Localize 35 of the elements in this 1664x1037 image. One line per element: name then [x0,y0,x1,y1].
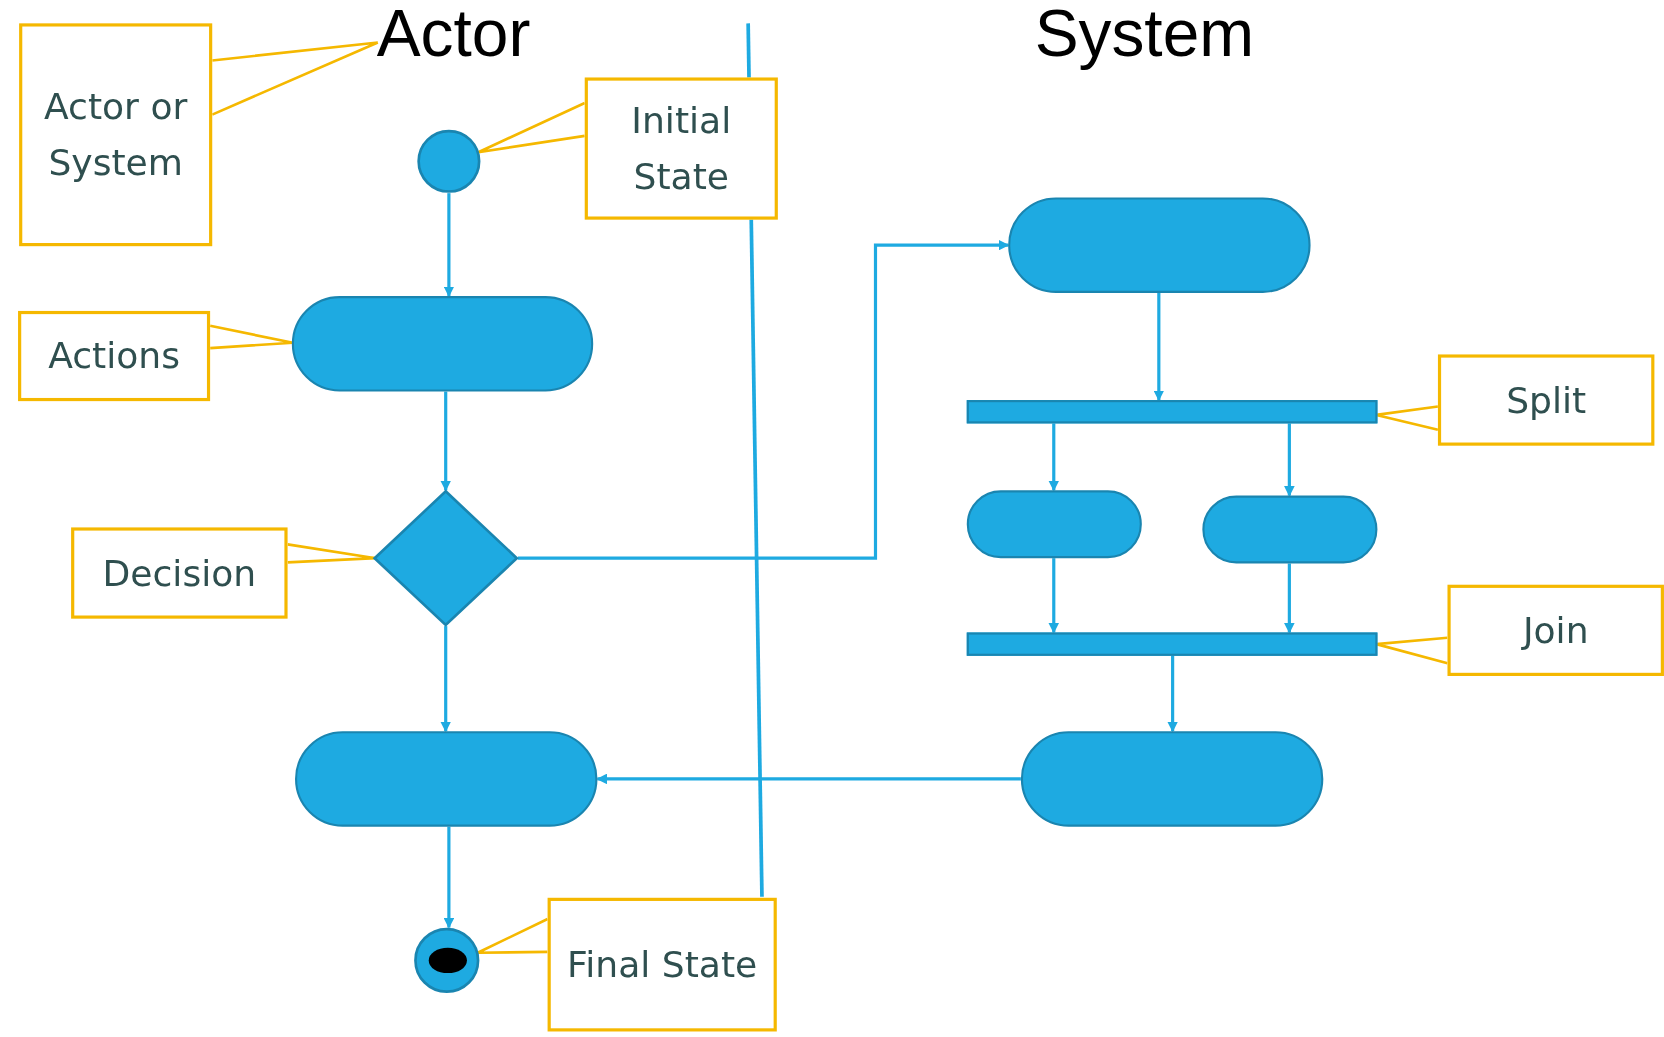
lane-heading: Actor [376,2,531,66]
arrow [440,391,451,492]
arrow [1167,655,1178,733]
arrow [517,239,1010,560]
callout-box [1447,584,1664,676]
fork-bar [966,400,1378,424]
arrow [1048,423,1060,492]
decision-diamond [373,490,518,627]
initial-state-circle [417,129,481,194]
callout-box [547,897,777,1032]
callout-box [71,527,288,619]
callout-text: Decision [101,550,258,596]
arrow [443,826,455,929]
callout-text: Split [1505,377,1588,423]
callout-text: Join [1520,607,1590,654]
join-bar [966,632,1378,656]
callout-text: Initial State [630,98,733,200]
callout-box [18,310,211,402]
arrow [1048,558,1060,634]
callout-text: Actions [47,333,181,379]
arrow [440,626,451,733]
callout-box [584,77,778,220]
arrow [1284,423,1295,497]
leader-line [476,917,549,955]
callout-text: Actor or System [43,84,189,186]
callout-box [1437,354,1655,446]
leader-line [286,543,377,564]
final-state-circle [413,927,480,994]
callout-text: Final State [566,942,759,988]
callout-box [19,23,213,247]
arrow [443,193,455,298]
arrow [1153,292,1165,402]
arrow [596,773,1021,785]
arrow [1284,563,1295,634]
leader-line [210,41,380,116]
